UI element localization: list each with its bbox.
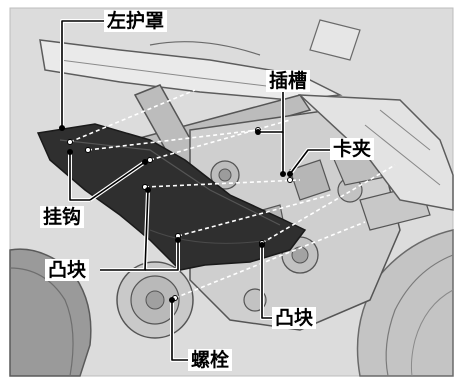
label-slot: 插槽: [266, 70, 311, 92]
left-cover-panel: [36, 123, 307, 271]
label-left-cover: 左护罩: [104, 10, 168, 32]
label-boss-right: 凸块: [272, 307, 317, 329]
leader-lines: [60, 19, 330, 362]
label-bolt: 螺栓: [188, 349, 233, 371]
callout-dots: [59, 125, 293, 303]
label-hook: 挂钩: [40, 206, 85, 228]
engine-block: [189, 109, 431, 331]
front-fairing: [297, 94, 454, 211]
label-clip: 卡夹: [330, 138, 375, 160]
label-boss-left: 凸块: [45, 259, 90, 281]
alignment-lines: [69, 89, 396, 299]
lower-cover: [116, 261, 194, 339]
